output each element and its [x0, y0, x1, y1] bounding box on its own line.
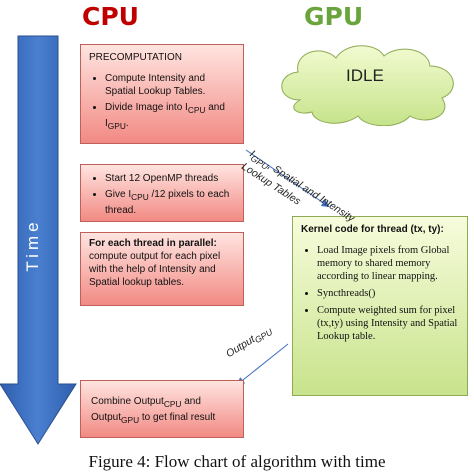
threads-step: Start 12 OpenMP threads	[105, 172, 235, 185]
parallel-title: For each thread in parallel:	[89, 238, 217, 249]
output-arrow	[236, 343, 289, 386]
parallel-thread-box: For each thread in parallel: compute out…	[80, 232, 244, 306]
text: Combine Output	[91, 396, 164, 407]
kernel-title: Kernel code for thread (tx, ty):	[301, 224, 444, 235]
idle-label: IDLE	[346, 66, 384, 85]
text: /12 pixels to each thread.	[105, 189, 230, 216]
parallel-body: compute output for each pixel with the h…	[89, 251, 221, 288]
figure-caption: Figure 4: Flow chart of algorithm with t…	[88, 452, 386, 471]
text: and Output	[91, 396, 201, 423]
combine-output-box: Combine OutputCPU and OutputGPU to get f…	[80, 380, 244, 438]
text: .	[125, 118, 129, 129]
idle-cloud	[281, 45, 454, 126]
kernel-step: Syncthreads()	[317, 287, 459, 300]
subscript: GPU	[121, 415, 140, 425]
gpu-header: GPU	[304, 2, 364, 31]
precomputation-step: Compute Intensity and Spatial Lookup Tab…	[105, 72, 235, 98]
time-arrow	[0, 35, 77, 445]
text: and I	[105, 102, 225, 129]
cpu-header: CPU	[82, 2, 139, 31]
time-label: Time	[23, 218, 42, 271]
subscript: GPU	[107, 121, 126, 131]
kernel-step: Load Image pixels from Global memory to …	[317, 244, 459, 283]
subscript: CPU	[187, 105, 206, 115]
text: Divide Image into I	[105, 102, 188, 113]
precomputation-title: PRECOMPUTATION	[89, 52, 182, 63]
precomputation-step: Divide Image into ICPU and IGPU.	[105, 101, 235, 133]
openmp-threads-box: Start 12 OpenMP threads Give ICPU /12 pi…	[80, 164, 244, 222]
subscript: CPU	[163, 399, 182, 409]
text: Give I	[105, 189, 132, 200]
time-label-text: Time	[23, 218, 42, 271]
kernel-step: Compute weighted sum for pixel (tx,ty) u…	[317, 304, 459, 343]
threads-step: Give ICPU /12 pixels to each thread.	[105, 188, 235, 217]
text: to get final result	[139, 412, 216, 423]
precomputation-box: PRECOMPUTATION Compute Intensity and Spa…	[80, 44, 244, 144]
kernel-code-box: Kernel code for thread (tx, ty): Load Im…	[292, 216, 468, 396]
subscript: CPU	[131, 192, 149, 202]
lookup-arrow	[245, 149, 330, 208]
